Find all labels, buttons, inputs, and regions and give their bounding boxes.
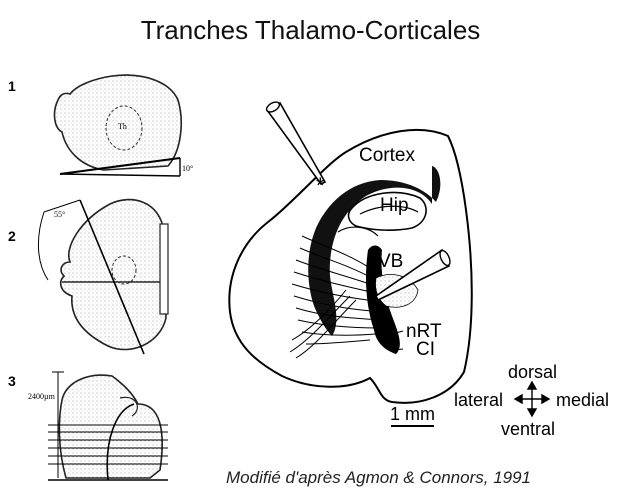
- ci-label: CI: [416, 340, 435, 360]
- scale-bar: [391, 425, 434, 427]
- vb-label: VB: [378, 252, 403, 272]
- step-2-number: 2: [8, 228, 16, 244]
- medial-label: medial: [556, 390, 609, 410]
- angle-10-label: 10°: [182, 164, 193, 173]
- scale-bar-label: 1 mm: [390, 404, 435, 424]
- step-3-number: 3: [8, 373, 16, 389]
- brain-sliced-view: [48, 372, 168, 480]
- ventral-label: ventral: [501, 419, 555, 439]
- dorsal-label: dorsal: [508, 362, 557, 382]
- coronal-slice: [229, 100, 471, 403]
- thalamus-label: Th: [118, 122, 127, 131]
- orientation-cross: [515, 382, 549, 416]
- recording-site-asterisk: *: [316, 176, 325, 196]
- depth-label: 2400µm: [28, 392, 55, 401]
- figure-caption: Modifié d'après Agmon & Connors, 1991: [226, 468, 531, 488]
- hippocampus-label: Hip: [380, 196, 409, 216]
- brain-dorsal-view: [38, 200, 168, 354]
- step-1-number: 1: [8, 78, 16, 94]
- lateral-label: lateral: [454, 390, 503, 410]
- cortex-label: Cortex: [359, 146, 415, 166]
- angle-55-label: 55°: [54, 210, 65, 219]
